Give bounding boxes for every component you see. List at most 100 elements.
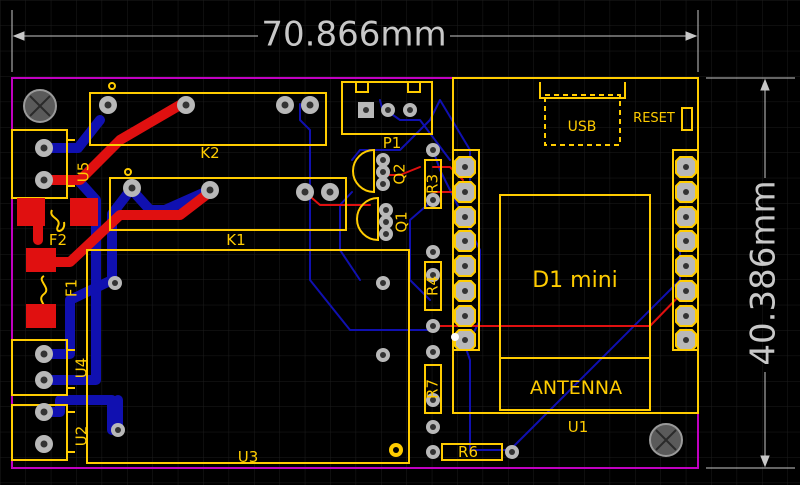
- relay-k2-outline: [89, 92, 327, 146]
- d1-header-left-pad-drill: [462, 214, 468, 220]
- d1-header-left-pad-drill: [462, 288, 468, 294]
- q2-pad-drill: [380, 169, 386, 175]
- terminal-pad-drill: [40, 176, 48, 184]
- relay-k1-pad-drill: [326, 188, 334, 196]
- relay-k1-outline: [109, 177, 347, 231]
- resistor-pad-drill: [430, 147, 436, 153]
- f2-pad-left: [17, 198, 45, 226]
- p1-pad-2-drill: [385, 107, 391, 113]
- resistor-pad-drill: [430, 323, 436, 329]
- u1-label: U1: [568, 418, 589, 436]
- mounting-holes: [23, 89, 683, 457]
- resistor-pad-drill: [430, 272, 436, 278]
- dimension-width: 70.866mm: [11, 10, 699, 72]
- d1-header-right-pad-drill: [683, 288, 689, 294]
- terminal-pad-drill: [40, 440, 48, 448]
- u2-label: U2: [73, 426, 91, 447]
- r4-outline: [424, 261, 442, 311]
- usb-label: USB: [568, 119, 597, 135]
- d1-header-right-pad-drill: [683, 337, 689, 343]
- terminal-pad-drill: [40, 408, 48, 416]
- p1-label: P1: [383, 134, 402, 152]
- relay-k1-pad-drill: [301, 188, 309, 196]
- r6-pad-left-drill: [430, 449, 436, 455]
- p1-pad-1-drill: [363, 107, 369, 113]
- terminal-pad-drill: [40, 350, 48, 358]
- dimension-height: 40.386mm: [706, 77, 795, 469]
- resistor-pad-drill: [430, 249, 436, 255]
- u3-label: U3: [238, 448, 259, 466]
- f1-label: F1: [63, 279, 81, 297]
- antenna-label: ANTENNA: [530, 377, 622, 399]
- q1-outline: [356, 196, 379, 242]
- d1-header-left-pad-drill: [462, 238, 468, 244]
- terminal-pad-drill: [40, 376, 48, 384]
- u3-pad-1-drill: [393, 447, 399, 453]
- terminal-pad-drill: [40, 144, 48, 152]
- smd-pads: [17, 198, 98, 328]
- d1-header-right-pad-drill: [683, 189, 689, 195]
- relay-k1-pad-drill: [128, 184, 136, 192]
- f2-label: F2: [49, 231, 67, 249]
- d1-header-right-pad-drill: [683, 263, 689, 269]
- u5-label: U5: [75, 162, 93, 183]
- usb-outline: [544, 94, 621, 146]
- height-dimension-label: 40.386mm: [744, 180, 784, 365]
- q2-outline: [352, 148, 375, 194]
- q2-label: Q2: [391, 163, 409, 184]
- reset-label: RESET: [633, 111, 675, 126]
- u3-pad-drill: [380, 280, 386, 286]
- u3-pad-drill: [380, 352, 386, 358]
- r3-outline: [424, 159, 442, 209]
- resistor-pad-drill: [430, 349, 436, 355]
- module-name-label: D1 mini: [532, 268, 618, 293]
- d1-mini-inner: [499, 194, 651, 411]
- k1-label: K1: [226, 231, 245, 249]
- d1-header-left-pad-drill: [462, 337, 468, 343]
- k2-label: K2: [200, 144, 219, 162]
- u4-label: U4: [73, 358, 91, 379]
- d1-header-left-pad-drill: [462, 313, 468, 319]
- q2-pad-drill: [380, 181, 386, 187]
- u3-pad-drill: [112, 280, 118, 286]
- width-dimension-label: 70.866mm: [261, 15, 446, 55]
- r4-label: R4: [424, 276, 442, 296]
- r3-label: R3: [424, 174, 442, 194]
- r7-outline: [424, 364, 442, 414]
- u3-pad-drill: [115, 427, 121, 433]
- d1-header-right-pad-drill: [683, 238, 689, 244]
- r7-label: R7: [424, 379, 442, 399]
- through-hole-pads: [35, 96, 697, 459]
- d1-header-right-pad-drill: [683, 313, 689, 319]
- f2-pad-right: [70, 198, 98, 226]
- resistor-pad-drill: [430, 424, 436, 430]
- r6-outline: [441, 443, 503, 461]
- q1-pad-drill: [383, 219, 389, 225]
- relay-k1-pad-drill: [206, 186, 214, 194]
- relay-k2-pad-drill: [281, 101, 289, 109]
- relay-k2-pad-drill: [104, 101, 112, 109]
- d1-header-right-pad-drill: [683, 164, 689, 170]
- r6-pad-right-drill: [509, 449, 515, 455]
- d1-header-left-pad-drill: [462, 189, 468, 195]
- p1-pad-3-drill: [407, 107, 413, 113]
- d1-header-left-pad-drill: [462, 263, 468, 269]
- d1-header-right-pad-drill: [683, 214, 689, 220]
- relay-k2-pad-drill: [306, 101, 314, 109]
- f1-pad-top: [26, 248, 56, 272]
- q1-label: Q1: [393, 211, 411, 232]
- pin-one-marker: [451, 333, 459, 341]
- q1-pad-drill: [383, 207, 389, 213]
- u4-outline: [11, 339, 68, 396]
- d1-header-left-pad-drill: [462, 164, 468, 170]
- relay-k2-pad-drill: [182, 101, 190, 109]
- resistor-pad-drill: [430, 197, 436, 203]
- q1-pad-drill: [383, 231, 389, 237]
- p1-outline: [341, 81, 433, 135]
- r6-label: R6: [458, 443, 478, 461]
- u3-outline: [86, 249, 410, 464]
- q2-pad-drill: [380, 157, 386, 163]
- resistor-pad-drill: [430, 397, 436, 403]
